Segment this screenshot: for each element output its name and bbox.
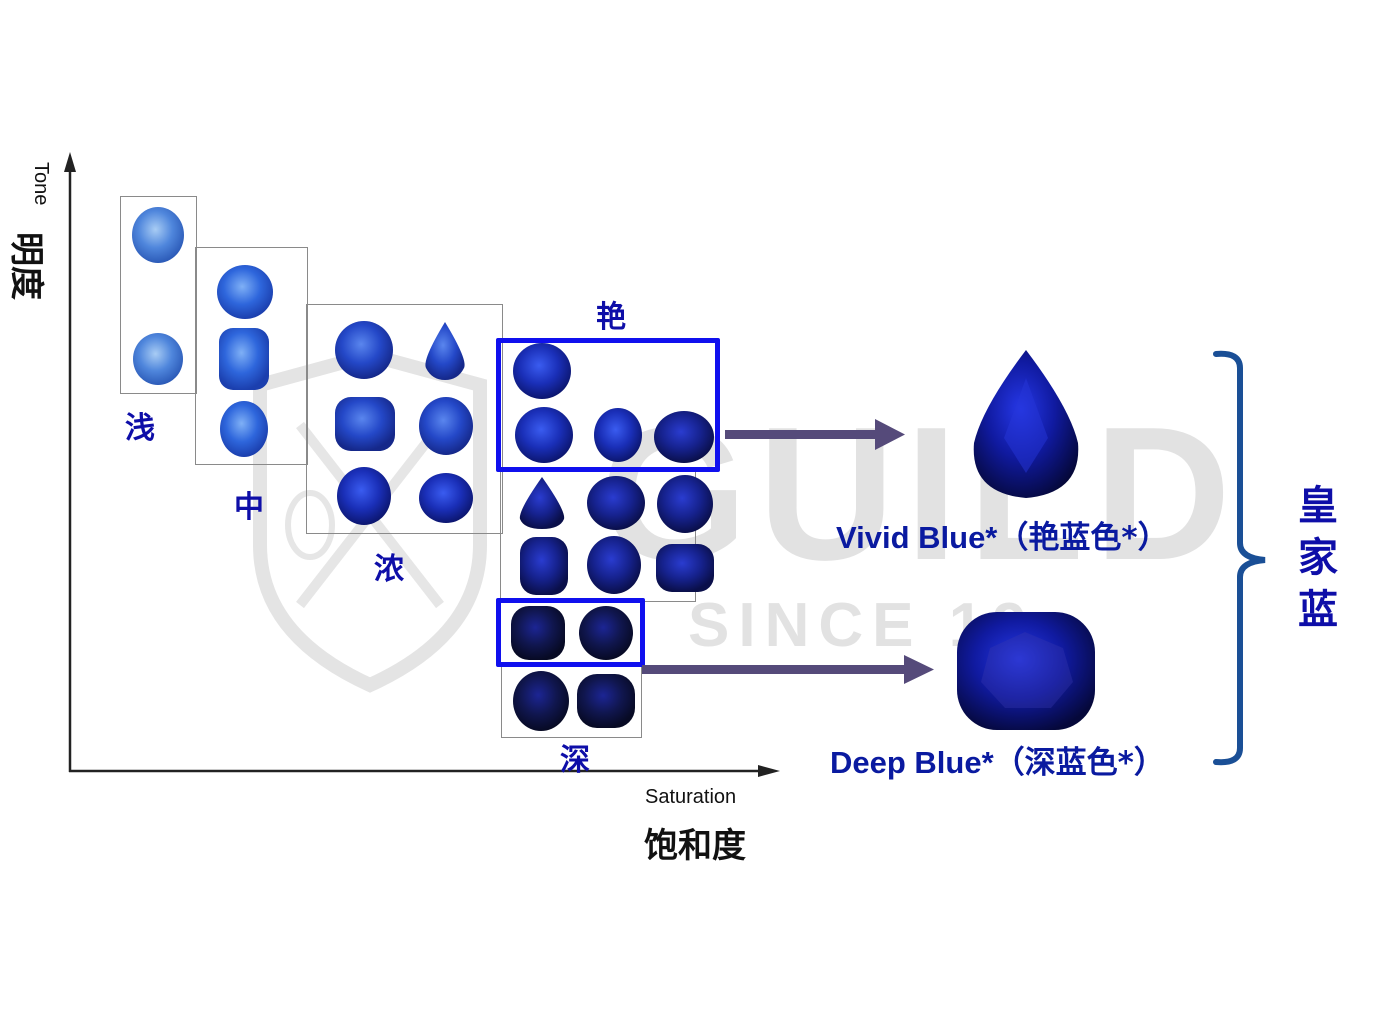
gem-light-cushion-icon — [132, 207, 184, 263]
gem-strong-cushion-icon — [335, 397, 395, 451]
gem-deepmid-5-icon — [587, 536, 641, 594]
gem-strong-oval-dark-icon — [337, 467, 391, 525]
gem-medium-oval-icon — [220, 401, 268, 457]
gem-deepmid-2-icon — [587, 476, 645, 530]
royal-blue-char-1: 皇 — [1298, 483, 1338, 529]
royal-blue-char-2: 家 — [1298, 535, 1338, 581]
y-axis-label-en: Tone — [30, 162, 52, 206]
deep-blue-zh: （深蓝色*） — [993, 745, 1165, 781]
deep-blue-caption: Deep Blue*（深蓝色*） — [830, 737, 1165, 782]
gem-deep-1-icon — [513, 671, 569, 731]
gem-deepmid-3-icon — [657, 475, 713, 533]
group-light-label: 浅 — [125, 411, 155, 446]
group-strong-box — [306, 304, 503, 534]
gem-light-round-icon — [133, 333, 183, 385]
y-axis-label-zh: 明度 — [6, 232, 46, 300]
gem-vivid-1-icon — [513, 343, 571, 399]
deep-highlight-box — [496, 598, 645, 667]
gem-vivid-4-icon — [654, 411, 714, 463]
gem-deepmid-4-icon — [520, 537, 568, 595]
vivid-blue-pear-gem-icon — [973, 350, 1079, 498]
gem-strong-oval-icon — [419, 397, 473, 455]
gem-deep-2-icon — [577, 674, 635, 728]
gem-deepmid-pear-icon — [519, 477, 565, 529]
gem-deephl-2-icon — [579, 606, 633, 660]
group-light-box — [120, 196, 197, 394]
gem-vivid-3-icon — [594, 408, 642, 462]
group-strong-label: 浓 — [374, 552, 404, 587]
group-vivid-label: 艳 — [596, 300, 626, 335]
vivid-blue-en: Vivid Blue* — [836, 520, 998, 555]
royal-blue-char-3: 蓝 — [1298, 587, 1338, 633]
gem-strong-round-icon — [335, 321, 393, 379]
group-medium-label: 中 — [234, 490, 264, 525]
x-axis-label-zh: 饱和度 — [644, 826, 746, 866]
vivid-highlight-box — [496, 338, 720, 472]
gem-strong-pear-icon — [425, 322, 465, 380]
gem-vivid-2-icon — [515, 407, 573, 463]
gem-deepmid-6-icon — [656, 544, 714, 592]
deep-blue-en: Deep Blue* — [830, 745, 994, 780]
gem-medium-cushion-icon — [219, 328, 269, 390]
group-medium-box — [195, 247, 308, 465]
deep-blue-cushion-gem-icon — [957, 612, 1095, 730]
gem-medium-round-icon — [217, 265, 273, 319]
group-deep-label: 深 — [560, 743, 590, 778]
gem-deephl-1-icon — [511, 606, 565, 660]
deep-arrow-icon — [642, 655, 934, 684]
gem-strong-round-small-icon — [419, 473, 473, 523]
vivid-blue-caption: Vivid Blue*（艳蓝色*） — [836, 512, 1169, 557]
x-axis-label-en: Saturation — [645, 786, 737, 808]
vivid-blue-zh: （艳蓝色*） — [997, 520, 1169, 556]
right-curly-bracket-icon — [1213, 350, 1266, 766]
vivid-arrow-icon — [725, 419, 905, 450]
royal-blue-label: 皇 家 蓝 — [1296, 480, 1340, 636]
